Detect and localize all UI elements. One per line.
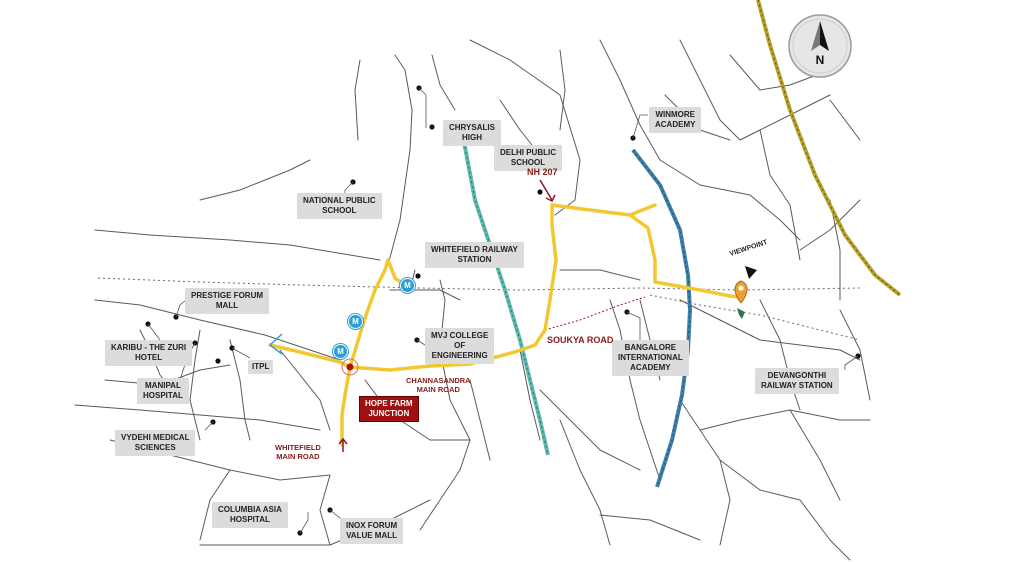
road-label-nh207: NH 207 — [527, 167, 558, 177]
railway-blue — [631, 148, 693, 488]
compass-icon — [788, 14, 852, 78]
compass-north-label: N — [815, 53, 825, 67]
metro-station-marker: M — [348, 314, 363, 329]
label-itpl: ITPL — [248, 360, 274, 374]
road-arrows — [338, 179, 556, 452]
street-network — [74, 39, 871, 561]
dotted-boundary-line — [97, 277, 861, 291]
viewpoint-location-pin — [734, 266, 757, 319]
dotted-line-east — [649, 294, 861, 341]
junction-dot — [346, 363, 354, 371]
road-label-soukya: SOUKYA ROAD — [547, 335, 614, 345]
itpl-arrow — [269, 333, 283, 355]
metro-station-marker: M — [400, 278, 415, 293]
metro-station-marker: M — [333, 344, 348, 359]
railway-olive — [756, 0, 902, 297]
junction-ring — [341, 358, 359, 376]
railway-teal — [462, 141, 550, 456]
soukya-road-dotted — [544, 296, 646, 331]
route-line — [268, 203, 742, 447]
